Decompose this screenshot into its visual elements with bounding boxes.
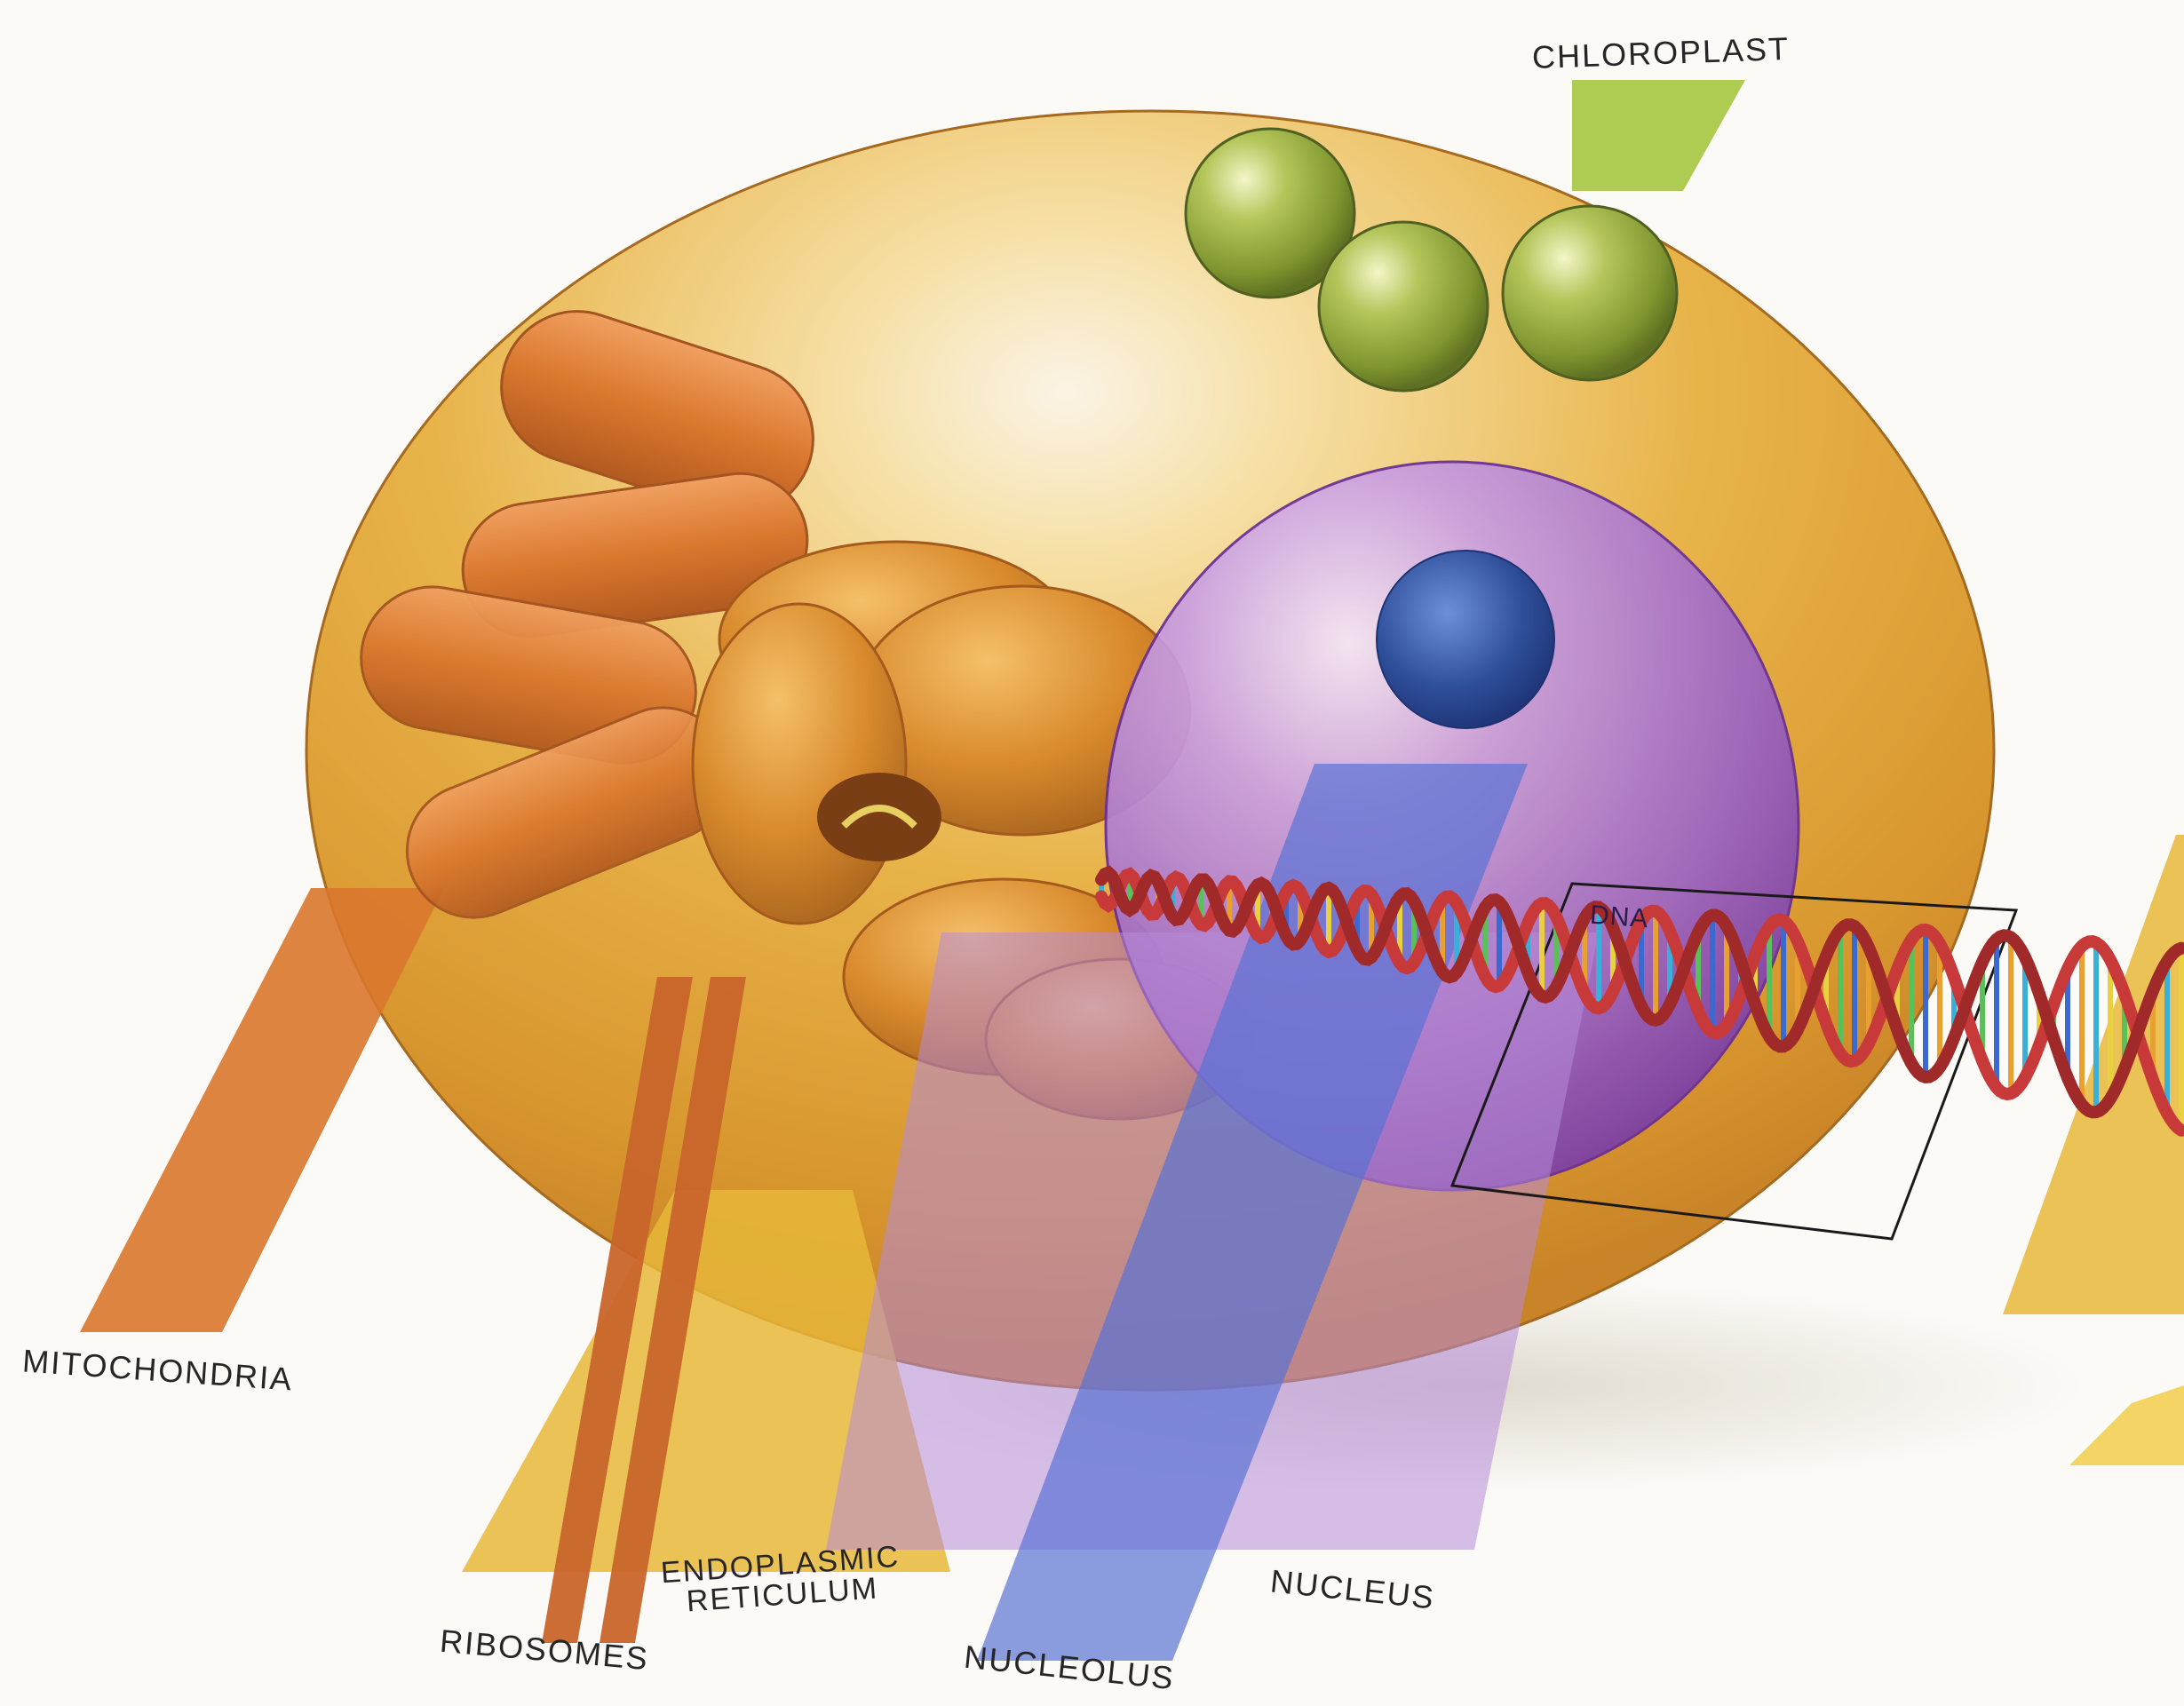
- nucleolus: [1377, 551, 1554, 728]
- label-chloroplast: CHLOROPLAST: [1531, 33, 1790, 74]
- label-dna: DNA: [1589, 902, 1649, 933]
